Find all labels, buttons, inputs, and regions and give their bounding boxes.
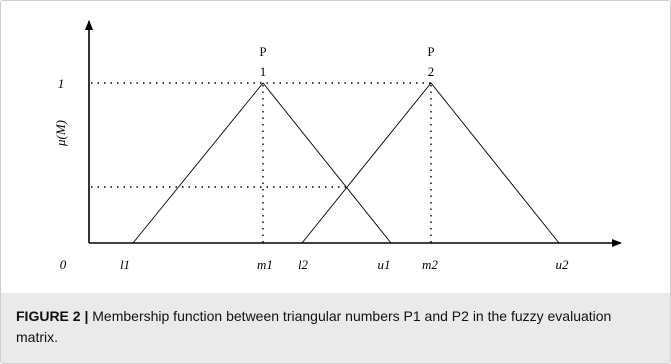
label-y-one: 1 (58, 76, 65, 91)
triangle-p2 (301, 82, 560, 244)
figure-caption: FIGURE 2 | Membership function between t… (16, 306, 656, 348)
label-l1: l1 (120, 257, 130, 272)
label-origin: 0 (60, 257, 67, 272)
label-u2: u2 (556, 257, 570, 272)
label-l2: l2 (298, 257, 309, 272)
membership-diagram: P 1 P 2 1 μ(M) 0 l1 m1 l2 u1 m2 u2 (53, 20, 622, 272)
label-m1: m1 (257, 257, 273, 272)
label-m2: m2 (422, 257, 438, 272)
label-p2-letter: P (427, 44, 434, 59)
diagram-area: P 1 P 2 1 μ(M) 0 l1 m1 l2 u1 m2 u2 (1, 1, 670, 293)
label-y-axis: μ(M) (53, 120, 68, 147)
triangle-p1 (132, 82, 392, 244)
label-u1: u1 (378, 257, 391, 272)
caption-lead: FIGURE 2 | (16, 308, 89, 324)
label-p2-index: 2 (428, 64, 435, 79)
caption-text: Membership function between triangular n… (16, 308, 612, 345)
label-p1-letter: P (259, 44, 266, 59)
label-p1-index: 1 (260, 64, 267, 79)
